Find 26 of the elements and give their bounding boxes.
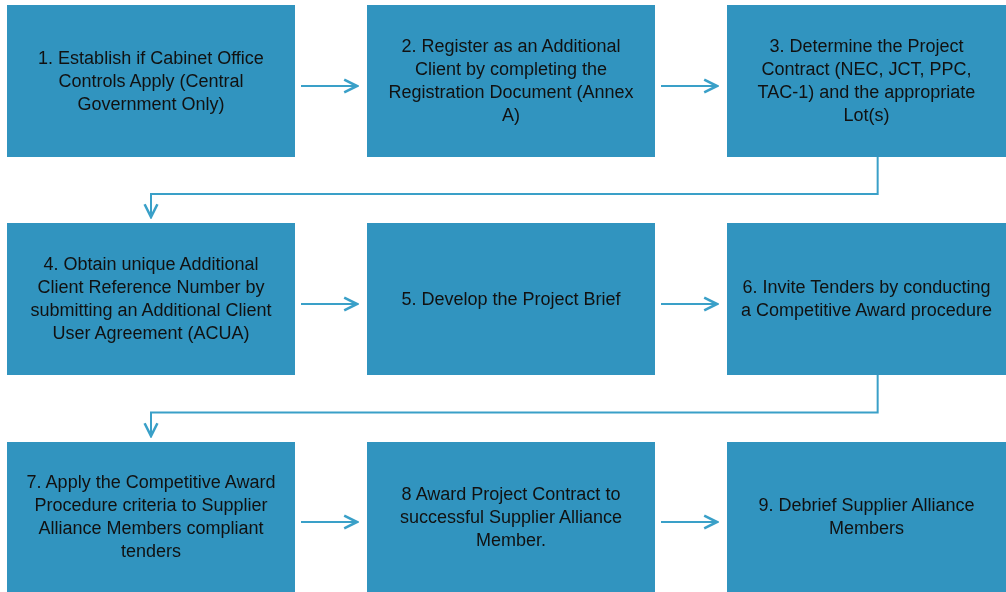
step-text: 6. Invite Tenders by conducting a Competitive Award procedure: [741, 276, 992, 322]
process-box: [727, 223, 1006, 375]
step-text: 8 Award Project Contract to successful Supplier Alliance Member.: [398, 482, 624, 552]
step-text: 4. Obtain unique Additional Client Reference Number by submitting an Additional Client User Agreement (ACUA): [29, 253, 273, 345]
process-box: [727, 442, 1006, 592]
arrow: [300, 78, 359, 94]
step-text: 3. Determine the Project Contract (NEC, JCT, PPC, TAC-1) and the appropriate Lot(s): [756, 35, 977, 127]
process-box: [367, 5, 655, 157]
arrow: [143, 156, 879, 219]
arrow: [300, 514, 359, 530]
step-text: 1. Establish if Cabinet Office Controls Apply (Central Government Only): [37, 46, 265, 116]
arrow: [660, 296, 719, 312]
process-box: [7, 442, 295, 592]
process-box: [367, 442, 655, 592]
arrow: [660, 514, 719, 530]
step-text: 2. Register as an Additional Client by completing the Registration Document (Annex A): [387, 35, 635, 127]
arrow: [660, 78, 719, 94]
arrow: [143, 374, 879, 438]
process-box: [727, 5, 1006, 157]
arrow: [300, 296, 359, 312]
process-box: [7, 223, 295, 375]
step-text: 5. Develop the Project Brief: [401, 287, 621, 311]
step-text: 9. Debrief Supplier Alliance Members: [757, 494, 976, 540]
step-text: 7. Apply the Competitive Award Procedure criteria to Supplier Alliance Members compliant tenders: [25, 471, 277, 563]
process-box: [7, 5, 295, 157]
process-box: [367, 223, 655, 375]
